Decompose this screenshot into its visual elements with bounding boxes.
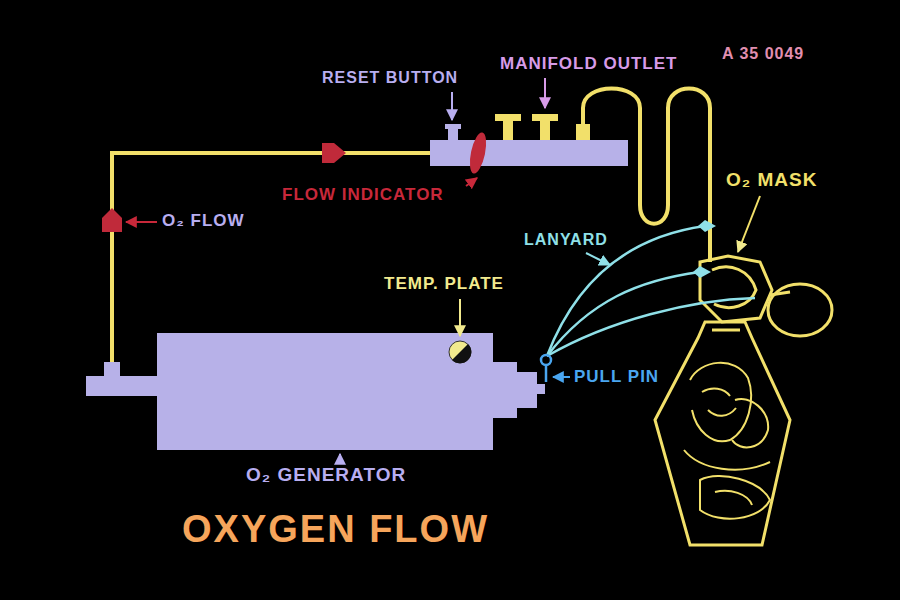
leader-arrow (466, 178, 477, 186)
reset-button (448, 128, 458, 140)
generator-end-cap (517, 372, 537, 408)
leader-arrow (451, 92, 453, 120)
leader-arrow (544, 78, 546, 108)
lanyard-clip (693, 220, 716, 278)
diagram-title: OXYGEN FLOW (182, 508, 489, 552)
leader-arrow (553, 376, 570, 378)
drawing-number: A 35 0049 (722, 45, 804, 63)
generator-inlet (86, 376, 158, 396)
part-label: FLOW INDICATOR (282, 185, 444, 205)
flow-indicator (467, 131, 489, 175)
passenger-sketch (684, 363, 770, 519)
flow-arrow (322, 143, 346, 163)
leader-arrow (586, 253, 610, 265)
part-label: RESET BUTTON (322, 69, 458, 87)
part-label: TEMP. PLATE (384, 274, 504, 294)
pull-pin (545, 365, 548, 382)
part-label: O₂ MASK (726, 169, 817, 191)
manifold-outlets (495, 114, 590, 140)
pull-pin (541, 355, 551, 365)
generator-end-cap (493, 362, 517, 418)
oxygen-generator (157, 333, 493, 450)
flow-label: O₂ FLOW (162, 211, 245, 231)
part-label: MANIFOLD OUTLET (500, 54, 677, 74)
leader-arrow (339, 454, 341, 462)
manifold (430, 140, 628, 166)
reset-button (445, 124, 461, 129)
pin-housing (535, 384, 545, 394)
leader-arrow (738, 196, 760, 252)
part-label: PULL PIN (574, 367, 659, 387)
flow-arrow (102, 208, 122, 232)
part-label: O₂ GENERATOR (246, 464, 406, 486)
temp-plate (449, 341, 471, 363)
leader-arrow (459, 299, 461, 336)
temp-plate-mark (452, 344, 471, 363)
leader-arrow (126, 221, 157, 223)
part-label: LANYARD (524, 231, 608, 249)
generator-inlet (104, 362, 120, 378)
